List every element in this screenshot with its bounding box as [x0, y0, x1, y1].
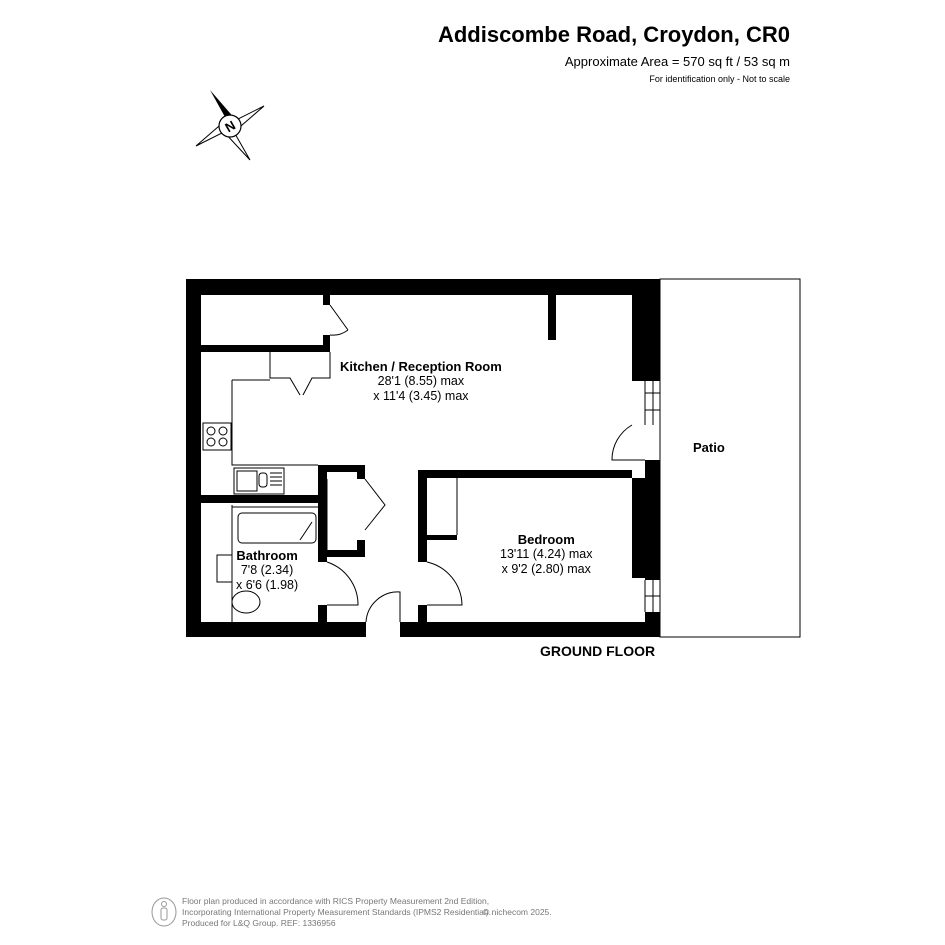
copyright: © nichecom 2025. [483, 907, 552, 917]
patio-outline [659, 278, 801, 638]
room-label-patio: Patio [693, 440, 725, 455]
floor-label: GROUND FLOOR [540, 643, 656, 659]
walls [186, 279, 660, 637]
compass-icon: N [195, 90, 265, 161]
scale-note: For identification only - Not to scale [649, 74, 790, 84]
info-person-icon [151, 897, 177, 927]
page-title: Addiscombe Road, Croydon, CR0 [437, 22, 790, 47]
footer-text: Floor plan produced in accordance with R… [182, 896, 491, 928]
approximate-area: Approximate Area = 570 sq ft / 53 sq m [564, 54, 790, 69]
